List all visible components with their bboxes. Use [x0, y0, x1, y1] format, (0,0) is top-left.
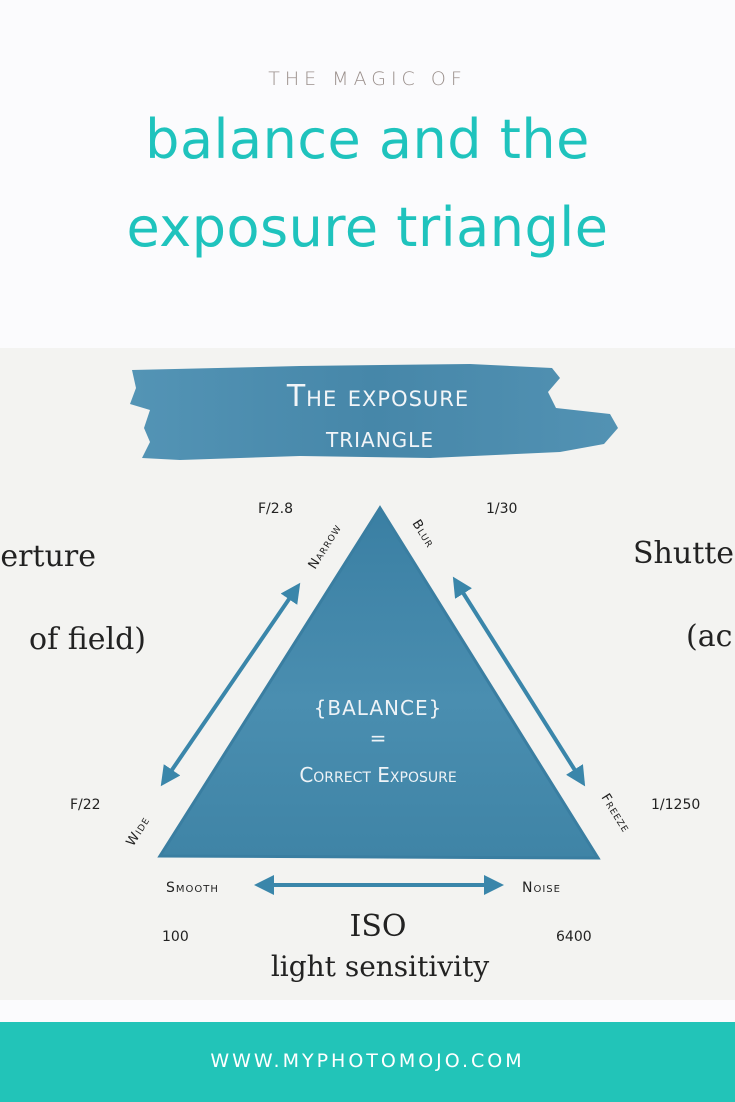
aperture-label-line-1: erture — [0, 539, 96, 574]
shutter-slow-value: 1/30 — [486, 501, 517, 517]
banner-line-1: The exposure — [286, 379, 469, 414]
kicker-text: THE MAGIC OF — [268, 68, 467, 90]
wide-label: Wide — [124, 814, 154, 849]
iso-sublabel: light sensitivity — [271, 950, 490, 983]
iso-label: ISO — [350, 909, 407, 944]
banner-line-2: triangle — [325, 421, 434, 454]
center-balance: {BALANCE} — [314, 696, 443, 720]
center-correct-exposure: Correct Exposure — [299, 763, 456, 787]
f-narrow-value: F/2.8 — [258, 501, 293, 517]
noise-label: Noise — [522, 880, 561, 896]
exposure-triangle — [157, 505, 601, 860]
banner-brush-stroke — [130, 364, 618, 460]
iso-high-value: 6400 — [556, 929, 592, 945]
blur-label: Blur — [409, 517, 438, 551]
title-line-1: balance and the — [145, 108, 590, 171]
shutter-label-line-2: (ac — [686, 619, 732, 654]
narrow-label: Narrow — [306, 521, 345, 572]
iso-low-value: 100 — [162, 929, 189, 945]
center-equals: = — [370, 726, 387, 750]
freeze-label: Freeze — [598, 791, 633, 835]
title-line-2: exposure triangle — [126, 196, 609, 259]
shutter-fast-value: 1/1250 — [651, 797, 700, 813]
shutter-label-line-1: Shutte — [633, 536, 734, 571]
footer-url[interactable]: WWW.MYPHOTOMOJO.COM — [210, 1050, 525, 1072]
aperture-label-line-2: of field) — [29, 622, 146, 657]
exposure-triangle-diagram: The exposure triangle {BALANCE} = Correc… — [0, 348, 735, 1000]
shutter-arrow — [452, 576, 586, 787]
spacer — [0, 1000, 735, 1022]
f-wide-value: F/22 — [70, 797, 101, 813]
smooth-label: Smooth — [166, 880, 219, 896]
aperture-arrow — [160, 582, 301, 787]
header: THE MAGIC OF balance and the exposure tr… — [0, 0, 735, 348]
footer-bar: WWW.MYPHOTOMOJO.COM — [0, 1022, 735, 1102]
